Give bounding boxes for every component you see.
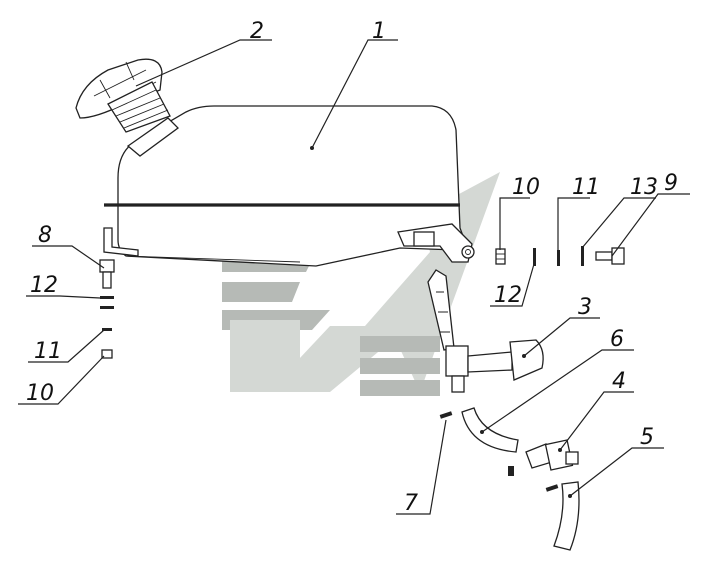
bolt-right-9 bbox=[595, 247, 625, 265]
leader-12-right bbox=[490, 263, 535, 307]
watermark-block bbox=[230, 320, 300, 392]
washer-right-13 bbox=[581, 246, 584, 266]
washer-right-12 bbox=[533, 248, 536, 266]
clamp-7a bbox=[439, 411, 453, 419]
watermark-stripe-4 bbox=[360, 336, 440, 352]
callout-10-right: 10 bbox=[512, 175, 540, 200]
watermark-stripe-2 bbox=[222, 282, 300, 302]
callout-5: 5 bbox=[640, 425, 654, 450]
fitting bbox=[525, 439, 579, 471]
callout-7: 7 bbox=[404, 491, 418, 516]
callout-6: 6 bbox=[610, 327, 624, 352]
hose-lower bbox=[553, 481, 580, 551]
watermark-stripe-5 bbox=[360, 358, 440, 374]
leader-13 bbox=[581, 197, 656, 249]
drain-boss bbox=[413, 231, 435, 247]
spring-washer-left-11 bbox=[102, 328, 112, 331]
filler-cap bbox=[75, 58, 171, 133]
callout-1: 1 bbox=[372, 19, 386, 44]
callout-8: 8 bbox=[38, 223, 52, 248]
leader-11-left bbox=[28, 329, 105, 363]
filler-neck bbox=[126, 117, 179, 157]
clamp-7b bbox=[508, 466, 514, 476]
leader-10-right bbox=[499, 197, 530, 250]
callout-12-right: 12 bbox=[494, 283, 522, 308]
fuel-tank bbox=[103, 105, 475, 267]
nut-left-10 bbox=[101, 349, 113, 359]
leader-6 bbox=[481, 349, 634, 433]
leader-10-left bbox=[18, 355, 105, 405]
callout-11-left: 11 bbox=[34, 339, 62, 364]
callout-9: 9 bbox=[664, 171, 678, 196]
leader-4 bbox=[559, 391, 634, 451]
leader-lines bbox=[18, 39, 690, 515]
callout-4: 4 bbox=[612, 369, 626, 394]
leader-2 bbox=[135, 39, 272, 87]
clamp-7c bbox=[545, 484, 559, 492]
callout-11-right: 11 bbox=[572, 175, 600, 200]
callout-3: 3 bbox=[578, 295, 592, 320]
washer-left-12b bbox=[100, 306, 114, 309]
callout-2: 2 bbox=[250, 19, 264, 44]
tap-handle bbox=[509, 339, 544, 381]
hose-upper bbox=[461, 407, 519, 453]
leader-9 bbox=[611, 193, 690, 257]
spring-washer-right-11 bbox=[557, 250, 560, 266]
callout-labels: 1 2 3 4 5 6 7 8 9 10 10 11 11 12 12 13 bbox=[26, 19, 678, 516]
leader-5 bbox=[569, 447, 664, 497]
fuel-tap bbox=[427, 269, 544, 393]
callout-12-left: 12 bbox=[30, 273, 58, 298]
callout-13: 13 bbox=[630, 175, 658, 200]
bolt-left bbox=[99, 259, 115, 289]
left-bracket bbox=[103, 227, 139, 257]
lug-hole bbox=[461, 245, 475, 259]
leader-7 bbox=[396, 419, 447, 515]
leader-1 bbox=[311, 39, 398, 149]
callout-10-left: 10 bbox=[26, 381, 54, 406]
watermark-stripe-6 bbox=[360, 380, 440, 396]
leader-12-left bbox=[26, 295, 101, 299]
leader-8 bbox=[32, 245, 105, 269]
nut-right-10 bbox=[495, 248, 506, 265]
leader-11-right bbox=[557, 197, 590, 250]
washer-left-12a bbox=[100, 296, 114, 299]
leader-3 bbox=[523, 317, 600, 357]
